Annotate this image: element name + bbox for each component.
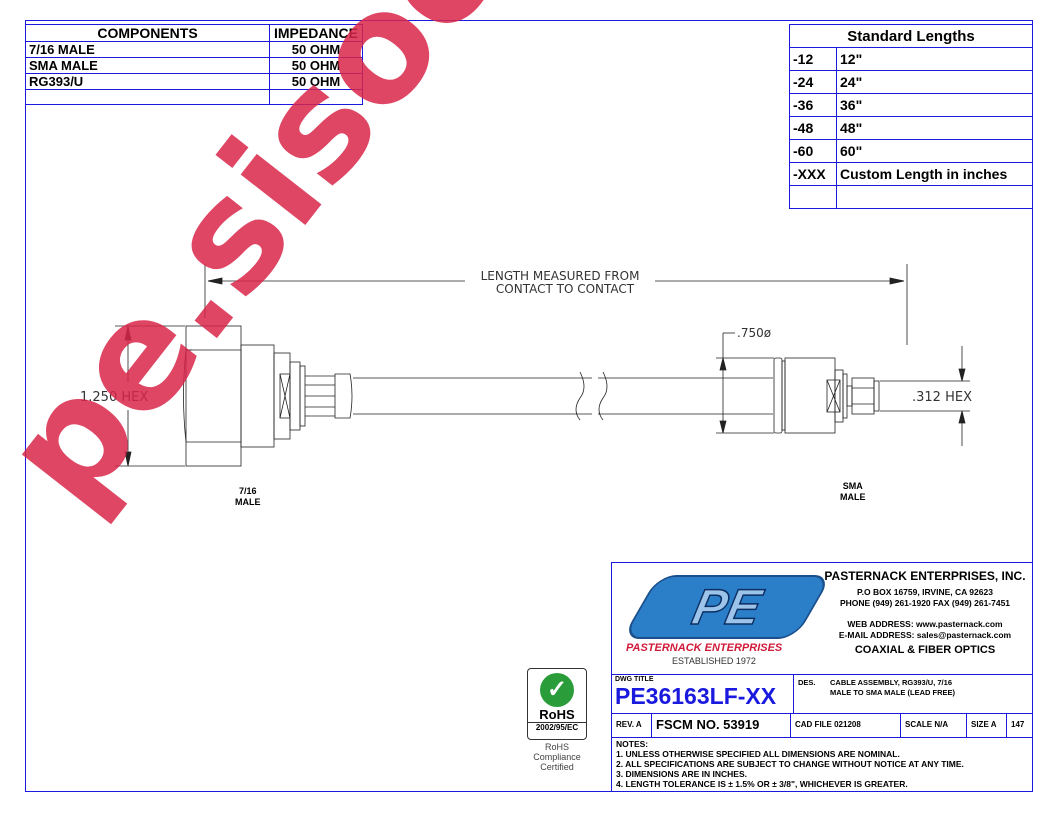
size: SIZE A (967, 713, 1007, 737)
hex-dimension-right: .312 HEX (912, 390, 972, 405)
address: P.O BOX 16759, IRVINE, CA 92623 (857, 587, 993, 597)
diameter-dimension: .750ø (737, 326, 771, 340)
hex-dimension-left: 1.250 HEX (80, 390, 148, 405)
company-name: PASTERNACK ENTERPRISES, INC. (824, 569, 1026, 583)
note: 2. ALL SPECIFICATIONS ARE SUBJECT TO CHA… (616, 759, 964, 769)
drawing-frame (25, 20, 1033, 792)
length-cell: 24" (836, 70, 1033, 94)
suffix-cell: -36 (789, 93, 837, 117)
suffix-cell: -24 (789, 70, 837, 94)
arrow-right-icon (889, 277, 905, 285)
scale: SCALE N/A (901, 713, 967, 737)
email-address: E-MAIL ADDRESS: sales@pasternack.com (838, 630, 1012, 640)
rohs-text: RoHS (539, 707, 575, 722)
table-row (789, 185, 1033, 209)
length-label-2: CONTACT TO CONTACT (496, 282, 635, 296)
length-cell (836, 185, 1033, 209)
des-label: DES. (798, 678, 816, 687)
logo-area: PE PASTERNACK ENTERPRISES ESTABLISHED 19… (612, 563, 1032, 675)
brand-name: PASTERNACK ENTERPRISES (626, 642, 783, 654)
impedance-cell: 50 OHM (269, 57, 363, 74)
length-cell: Custom Length in inches (836, 162, 1033, 186)
note: 4. LENGTH TOLERANCE IS ± 1.5% OR ± 3/8",… (616, 779, 908, 789)
notes: NOTES: 1. UNLESS OTHERWISE SPECIFIED ALL… (616, 739, 964, 789)
title-row: DWG TITLE PE36163LF-XX DES. CABLE ASSEMB… (612, 674, 1032, 714)
length-label: LENGTH MEASURED FROM (481, 269, 640, 283)
suffix-cell: -12 (789, 47, 837, 71)
table-row (25, 89, 363, 105)
tagline: COAXIAL & FIBER OPTICS (854, 644, 996, 656)
lengths-title: Standard Lengths (789, 24, 1033, 48)
pe-logo: PE (621, 575, 833, 639)
fscm-number: FSCM NO. 53919 (652, 713, 791, 737)
header-impedance: IMPEDANCE (269, 24, 363, 42)
length-cell: 60" (836, 139, 1033, 163)
cad-file: CAD FILE 021208 (791, 713, 901, 737)
web-address: WEB ADDRESS: www.pasternack.com (847, 619, 1003, 629)
phone: PHONE (949) 261-1920 FAX (949) 261-7451 (839, 598, 1011, 608)
suffix-cell: -XXX (789, 162, 837, 186)
impedance-cell (269, 89, 363, 105)
dwg-title-label: DWG TITLE (615, 676, 654, 683)
length-cell: 36" (836, 93, 1033, 117)
dwg-title: PE36163LF-XX (615, 683, 777, 709)
checkmark-icon: ✓ (540, 673, 574, 707)
rohs-directive: 2002/95/EC (528, 722, 586, 732)
established: ESTABLISHED 1972 (672, 656, 756, 666)
arrow-left-icon (207, 277, 223, 285)
rohs-badge: ✓ RoHS 2002/95/EC (527, 668, 587, 740)
component-cell: SMA MALE (25, 57, 270, 74)
note: 1. UNLESS OTHERWISE SPECIFIED ALL DIMENS… (616, 749, 900, 759)
info-row: REV. A FSCM NO. 53919 CAD FILE 021208 SC… (612, 713, 1032, 738)
revision: REV. A (612, 713, 652, 737)
title-block: PE PASTERNACK ENTERPRISES ESTABLISHED 19… (611, 562, 1033, 792)
note: 3. DIMENSIONS ARE IN INCHES. (616, 769, 747, 779)
sheet-number: 147 (1011, 720, 1025, 729)
suffix-cell: -60 (789, 139, 837, 163)
